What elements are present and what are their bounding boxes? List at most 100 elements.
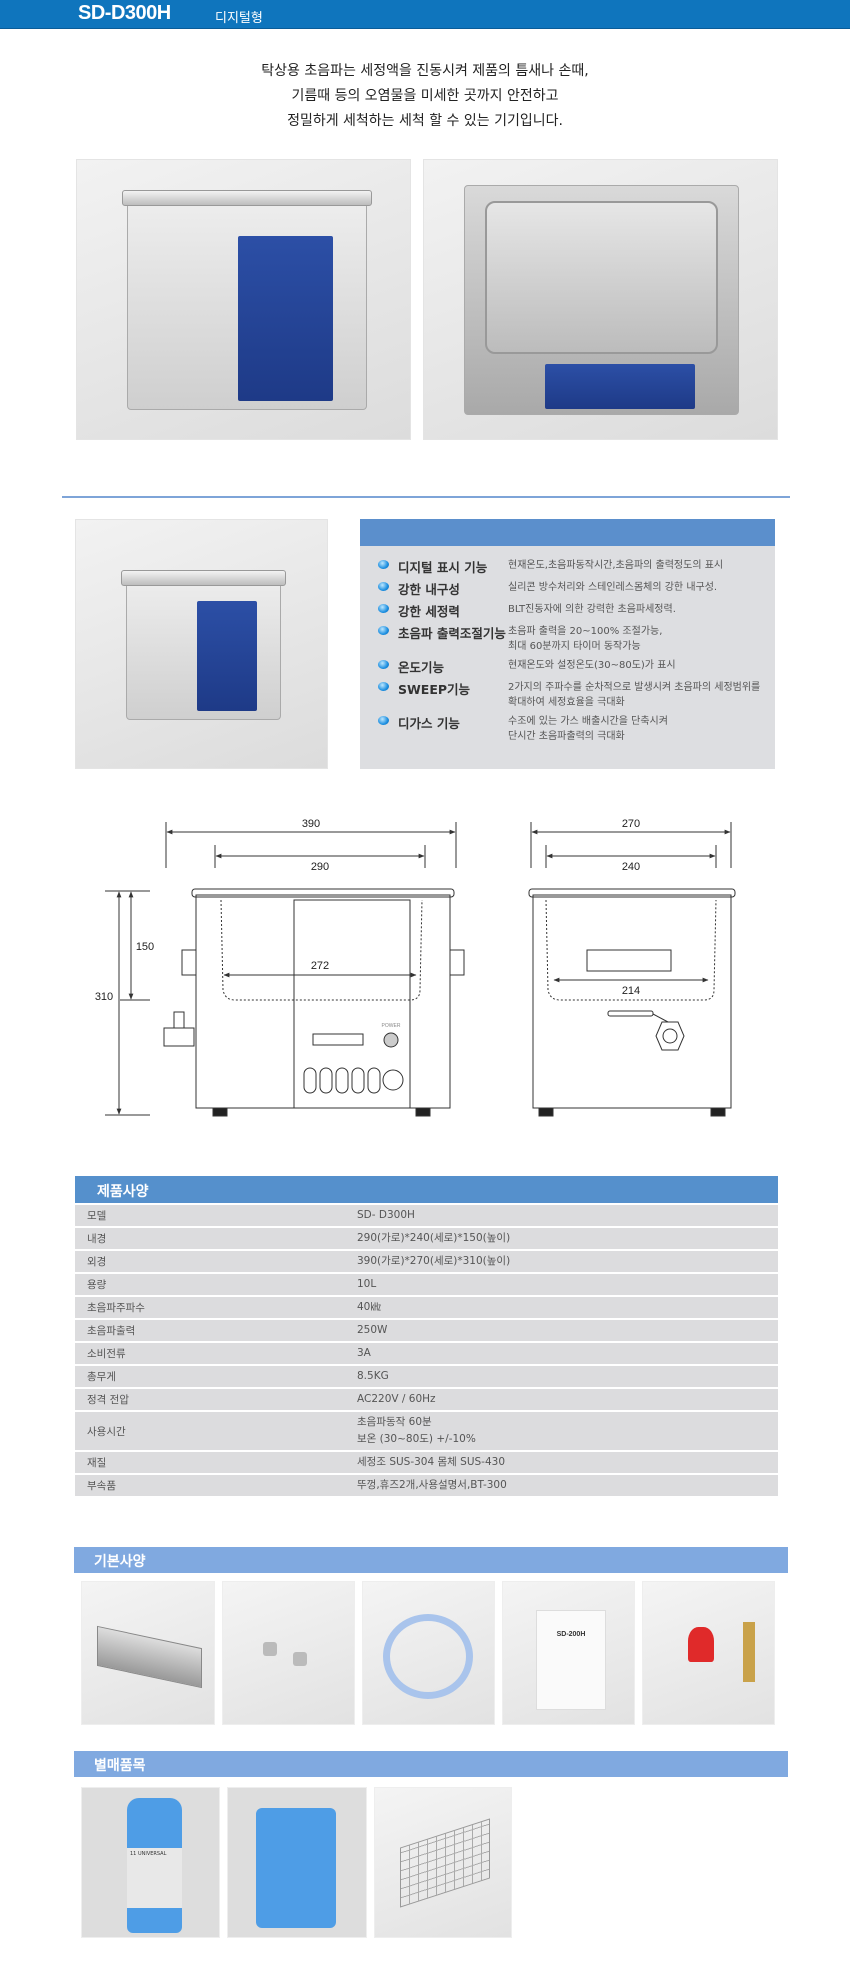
feature-description: 현재온도,초음파동작시간,초음파의 출력정도의 표시 <box>508 558 723 573</box>
spec-row: 외경 390(가로)*270(세로)*310(높이) <box>75 1249 778 1272</box>
feature-description-line: 단시간 초음파출력의 극대화 <box>508 731 625 742</box>
spec-value-line: 뚜껑,휴즈2개,사용설명서,BT-300 <box>357 1479 507 1491</box>
product-photo-front <box>76 159 411 440</box>
intro-line-1: 탁상용 초음파는 세정액을 진동시켜 제품의 틈새나 손때, <box>261 63 589 79</box>
spec-value: AC220V / 60Hz <box>357 1389 778 1410</box>
spec-value: 390(가로)*270(세로)*310(높이) <box>357 1251 778 1272</box>
feature-name: 강한 내구성 <box>398 582 460 597</box>
feature-item: 디지털 표시 기능 현재온도,초음파동작시간,초음파의 출력정도의 표시 <box>378 557 773 587</box>
spec-value: 3A <box>357 1343 778 1364</box>
spec-value-line: 8.5KG <box>357 1370 389 1382</box>
spec-value-line: 3A <box>357 1347 371 1359</box>
spec-row: 내경 290(가로)*240(세로)*150(높이) <box>75 1226 778 1249</box>
spec-value-line: SD- D300H <box>357 1209 415 1221</box>
spec-value-line: 40㎑ <box>357 1301 381 1313</box>
spec-key: 사용시간 <box>87 1425 126 1438</box>
feature-description-line: 최대 60분까지 타이머 동작가능 <box>508 641 641 652</box>
optional-items-header: 별매품목 <box>74 1751 788 1777</box>
feature-description: 현재온도와 설정온도(30~80도)가 표시 <box>508 658 676 673</box>
intro-line-3: 정밀하게 세척하는 세척 할 수 있는 기기입니다. <box>287 113 563 129</box>
label-150: 150 <box>136 941 154 953</box>
label-390: 390 <box>302 818 320 830</box>
front-body <box>195 894 451 1109</box>
spec-value: 290(가로)*240(세로)*150(높이) <box>357 1228 778 1249</box>
label-270: 270 <box>622 818 640 830</box>
optional-detergent-canister <box>227 1787 367 1938</box>
spec-value-line: 10L <box>357 1278 377 1290</box>
product-photo-top <box>423 159 778 440</box>
accessory-valve-fittings <box>642 1581 775 1725</box>
label-272: 272 <box>311 960 329 972</box>
spec-key: 부속품 <box>87 1480 116 1492</box>
product-photo-small <box>75 519 328 769</box>
feature-description-line: 수조에 있는 가스 배출시간을 단축시켜 <box>508 716 668 727</box>
spec-value-line: 보온 (30~80도) +/-10% <box>357 1433 476 1445</box>
feature-description-line: 실리콘 방수처리와 스테인레스몸체의 강한 내구성. <box>508 582 718 593</box>
spec-row: 소비전류 3A <box>75 1341 778 1364</box>
spec-value: 8.5KG <box>357 1366 778 1387</box>
accessory-hose <box>362 1581 495 1725</box>
spec-value: 세정조 SUS-304 몸체 SUS-430 <box>357 1452 778 1473</box>
feature-description-line: BLT진동자에 의한 강력한 초음파세정력. <box>508 604 676 615</box>
spec-key: 외경 <box>87 1256 107 1268</box>
spec-value: 250W <box>357 1320 778 1341</box>
bullet-icon <box>378 560 389 569</box>
spec-key: 모델 <box>87 1210 107 1222</box>
spec-key: 정격 전압 <box>87 1394 129 1406</box>
section-divider <box>62 496 790 498</box>
optional-wire-basket <box>374 1787 512 1938</box>
accessory-manual: SD-200H <box>502 1581 635 1725</box>
intro-line-2: 기름때 등의 오염물을 미세한 곳까지 안전하고 <box>291 88 559 104</box>
spec-key: 총무게 <box>87 1371 116 1383</box>
optional-detergent-bottle: 11 UNIVERSAL <box>81 1787 220 1938</box>
spec-row: 부속품 뚜껑,휴즈2개,사용설명서,BT-300 <box>75 1473 778 1496</box>
feature-description-line: 2가지의 주파수를 순차적으로 발생시켜 초음파의 세정범위를 <box>508 682 761 693</box>
feature-description: BLT진동자에 의한 강력한 초음파세정력. <box>508 602 676 617</box>
spec-value: SD- D300H <box>357 1205 778 1226</box>
spec-value-line: 250W <box>357 1324 388 1336</box>
feature-name: SWEEP기능 <box>398 682 471 697</box>
feature-description-line: 확대하여 세정효율을 극대화 <box>508 697 625 708</box>
feature-description: 초음파 출력을 20~100% 조절가능, 최대 60분까지 타이머 동작가능 <box>508 624 662 654</box>
spec-key: 소비전류 <box>87 1348 126 1360</box>
dimension-drawing: 390 290 310 150 272 POWER 270 240 214 <box>95 818 736 1117</box>
accessory-fuses <box>222 1581 355 1725</box>
model-type: 디지털형 <box>215 11 263 26</box>
spec-value-line: 290(가로)*240(세로)*150(높이) <box>357 1232 511 1244</box>
label-310: 310 <box>95 991 113 1003</box>
spec-key: 내경 <box>87 1233 107 1245</box>
feature-name: 온도기능 <box>398 660 445 675</box>
spec-key: 초음파주파수 <box>87 1302 145 1314</box>
spec-value-line: AC220V / 60Hz <box>357 1393 436 1405</box>
label-240: 240 <box>622 861 640 873</box>
label-214: 214 <box>622 985 640 997</box>
bullet-icon <box>378 682 389 691</box>
spec-value: 10L <box>357 1274 778 1295</box>
bullet-icon <box>378 604 389 613</box>
title-bar: SD-D300H 디지털형 <box>0 0 850 29</box>
features-header <box>360 519 775 546</box>
feature-name: 초음파 출력조절기능 <box>398 626 506 641</box>
side-body <box>532 894 732 1109</box>
spec-value: 뚜껑,휴즈2개,사용설명서,BT-300 <box>357 1475 778 1496</box>
feature-description-line: 초음파 출력을 20~100% 조절가능, <box>508 626 663 637</box>
spec-key: 재질 <box>87 1457 107 1469</box>
spec-row: 초음파주파수 40㎑ <box>75 1295 778 1318</box>
control-panel <box>293 899 411 1109</box>
bullet-icon <box>378 626 389 635</box>
feature-name: 디지털 표시 기능 <box>398 560 488 575</box>
bullet-icon <box>378 660 389 669</box>
feature-item: 강한 내구성 실리콘 방수처리와 스테인레스몸체의 강한 내구성. <box>378 579 773 609</box>
spec-key: 초음파출력 <box>87 1325 136 1337</box>
spec-value-line: 초음파동작 60분 <box>357 1416 432 1428</box>
spec-row: 총무게 8.5KG <box>75 1364 778 1387</box>
